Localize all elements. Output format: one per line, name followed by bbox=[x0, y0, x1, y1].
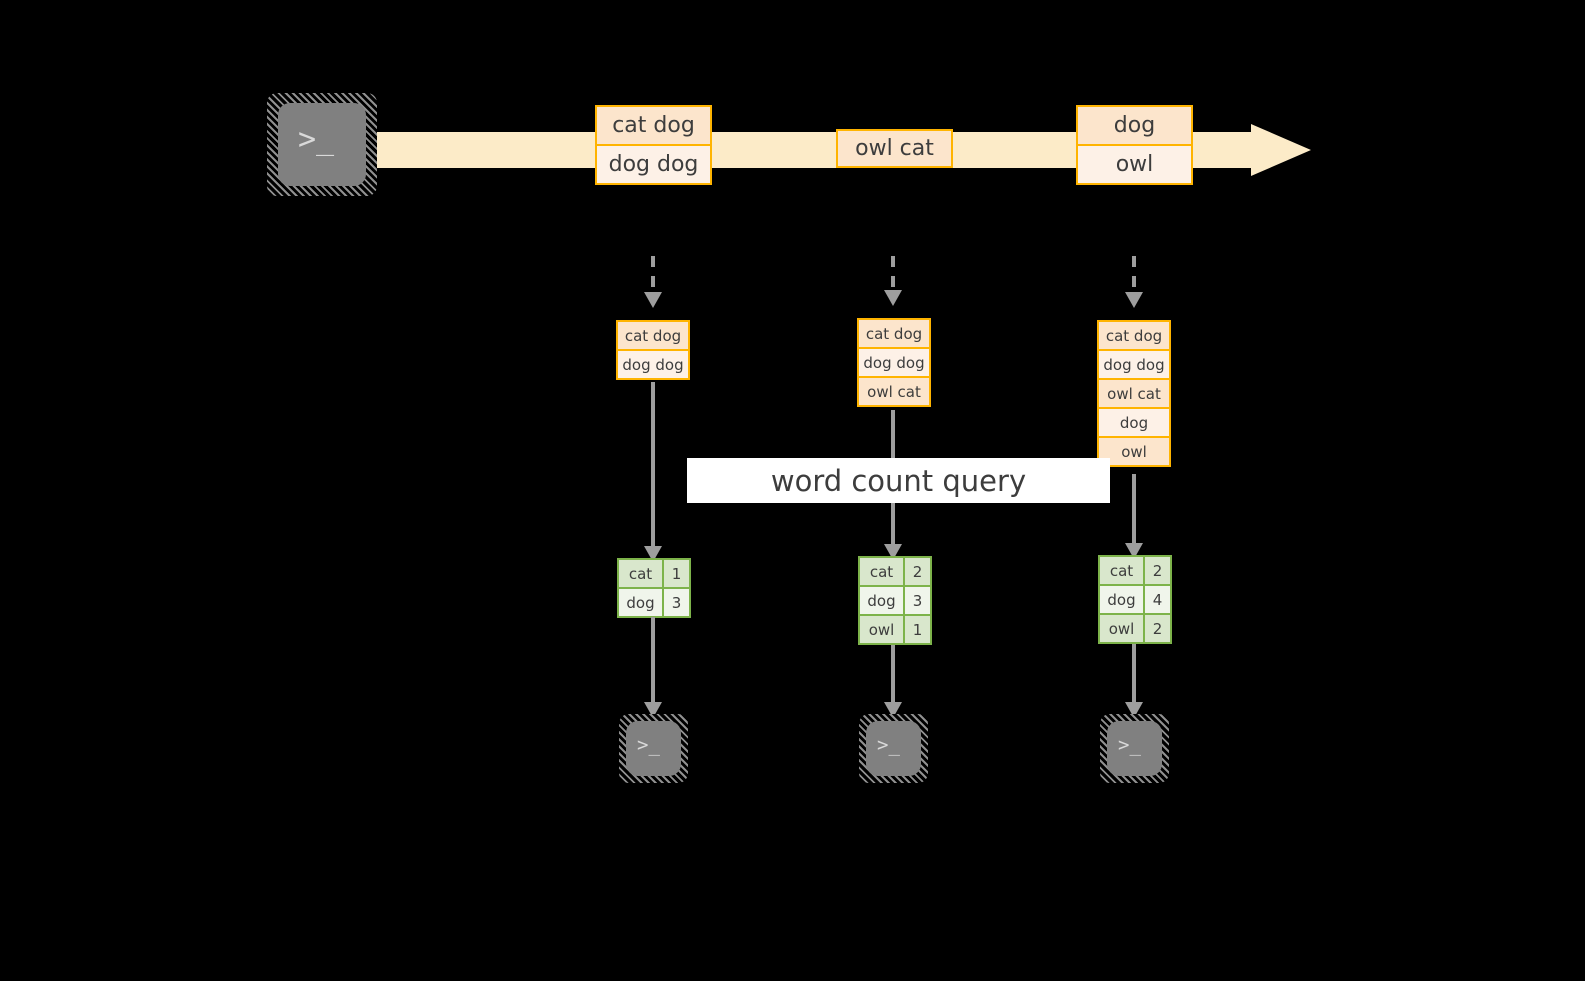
result-table-2-row-1-word: cat bbox=[858, 556, 905, 587]
result-table-3-row-1: cat 2 bbox=[1098, 555, 1172, 586]
input-table-3-row-2: dog dog bbox=[1097, 349, 1171, 380]
result-table-3-row-2-count: 4 bbox=[1143, 584, 1172, 615]
terminal-body bbox=[626, 721, 681, 776]
result-table-2-row-2-count: 3 bbox=[903, 585, 932, 616]
dashed-connector-2 bbox=[891, 256, 895, 292]
dashed-connector-3-arrowhead bbox=[1125, 292, 1143, 308]
result-table-1-row-1-count: 1 bbox=[662, 558, 691, 589]
input-table-3: cat dog dog dog owl cat dog owl bbox=[1097, 320, 1171, 467]
sink-terminal-1: >_ bbox=[619, 714, 688, 783]
stream-batch-3-line-1: dog bbox=[1076, 105, 1193, 146]
result-table-2-row-1: cat 2 bbox=[858, 556, 932, 587]
stream-batch-1-line-1: cat dog bbox=[595, 105, 712, 146]
input-table-2-row-1: cat dog bbox=[857, 318, 931, 349]
sink-connector-1 bbox=[651, 617, 655, 707]
result-table-3-row-2: dog 4 bbox=[1098, 584, 1172, 615]
sink-connector-2 bbox=[891, 645, 895, 707]
result-table-2-row-1-count: 2 bbox=[903, 556, 932, 587]
terminal-body bbox=[866, 721, 921, 776]
input-table-2-row-3: owl cat bbox=[857, 376, 931, 407]
stream-batch-1: cat dog dog dog bbox=[595, 105, 712, 185]
query-label: word count query bbox=[687, 458, 1110, 503]
input-table-3-row-3: owl cat bbox=[1097, 378, 1171, 409]
input-table-3-row-1: cat dog bbox=[1097, 320, 1171, 351]
result-table-1-row-1-word: cat bbox=[617, 558, 664, 589]
dashed-connector-3 bbox=[1132, 256, 1136, 294]
result-table-3-row-1-word: cat bbox=[1098, 555, 1145, 586]
terminal-body bbox=[278, 103, 366, 186]
sink-connector-3 bbox=[1132, 644, 1136, 707]
result-table-3-row-3: owl 2 bbox=[1098, 613, 1172, 644]
result-table-1-row-1: cat 1 bbox=[617, 558, 691, 589]
stream-batch-1-line-2: dog dog bbox=[595, 144, 712, 185]
dashed-connector-1 bbox=[651, 256, 655, 294]
result-table-1: cat 1 dog 3 bbox=[617, 558, 691, 618]
result-table-1-row-2-word: dog bbox=[617, 587, 664, 618]
result-table-2-row-2-word: dog bbox=[858, 585, 905, 616]
result-table-2: cat 2 dog 3 owl 1 bbox=[858, 556, 932, 645]
result-table-3-row-1-count: 2 bbox=[1143, 555, 1172, 586]
result-table-3: cat 2 dog 4 owl 2 bbox=[1098, 555, 1172, 644]
result-table-2-row-3-count: 1 bbox=[903, 614, 932, 645]
source-terminal-icon: >_ bbox=[267, 93, 377, 196]
input-table-1: cat dog dog dog bbox=[616, 320, 690, 380]
result-table-3-row-2-word: dog bbox=[1098, 584, 1145, 615]
dashed-connector-2-arrowhead bbox=[884, 290, 902, 306]
input-table-2-row-2: dog dog bbox=[857, 347, 931, 378]
stream-batch-3-line-2: owl bbox=[1076, 144, 1193, 185]
stream-batch-3: dog owl bbox=[1076, 105, 1193, 185]
terminal-prompt-glyph: >_ bbox=[298, 122, 335, 157]
sink-terminal-2: >_ bbox=[859, 714, 928, 783]
input-table-1-row-1: cat dog bbox=[616, 320, 690, 351]
result-table-1-row-2: dog 3 bbox=[617, 587, 691, 618]
flow-connector-3 bbox=[1132, 474, 1136, 547]
sink-terminal-3: >_ bbox=[1100, 714, 1169, 783]
input-table-2: cat dog dog dog owl cat bbox=[857, 318, 931, 407]
terminal-prompt-glyph: >_ bbox=[1118, 734, 1141, 756]
result-table-3-row-3-word: owl bbox=[1098, 613, 1145, 644]
result-table-2-row-2: dog 3 bbox=[858, 585, 932, 616]
input-table-3-row-4: dog bbox=[1097, 407, 1171, 438]
terminal-prompt-glyph: >_ bbox=[637, 734, 660, 756]
terminal-body bbox=[1107, 721, 1162, 776]
result-table-3-row-3-count: 2 bbox=[1143, 613, 1172, 644]
result-table-2-row-3: owl 1 bbox=[858, 614, 932, 645]
dashed-connector-1-arrowhead bbox=[644, 292, 662, 308]
result-table-2-row-3-word: owl bbox=[858, 614, 905, 645]
result-table-1-row-2-count: 3 bbox=[662, 587, 691, 618]
terminal-prompt-glyph: >_ bbox=[877, 734, 900, 756]
stream-batch-2-line-1: owl cat bbox=[836, 129, 953, 168]
input-table-1-row-2: dog dog bbox=[616, 349, 690, 380]
flow-connector-1 bbox=[651, 382, 655, 549]
